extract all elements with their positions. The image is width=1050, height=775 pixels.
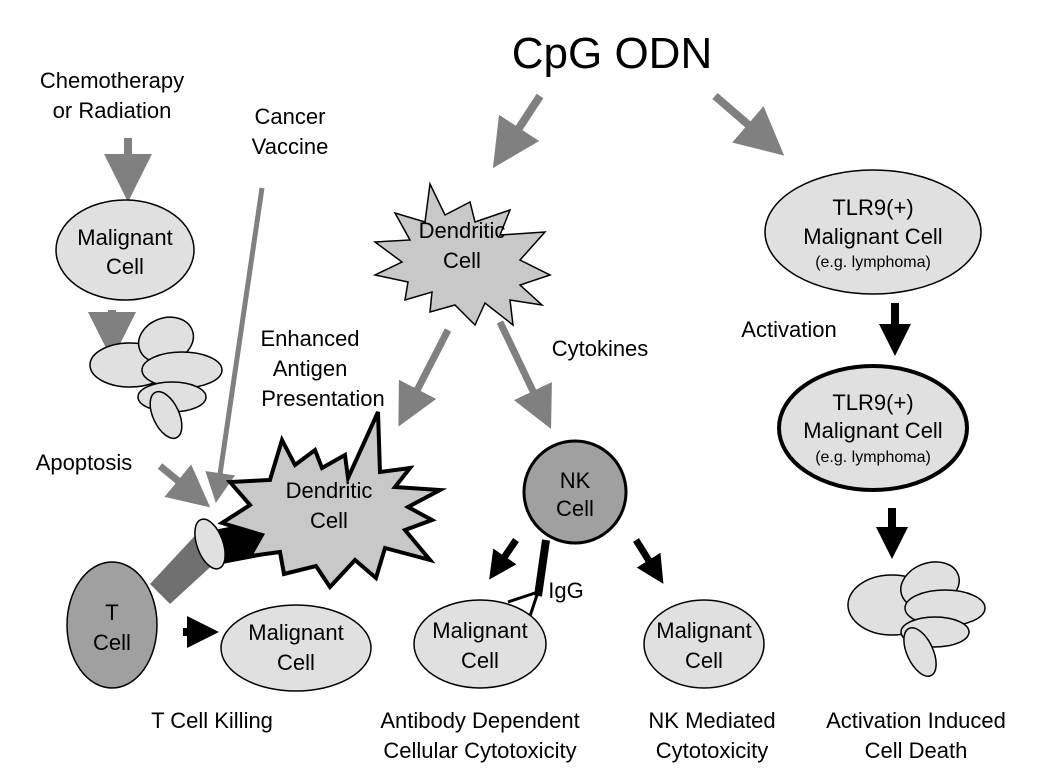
tlr9-label-3: (e.g. lymphoma) [815, 254, 931, 271]
tlr9-activated-label-2: Malignant Cell [803, 418, 942, 443]
nk-cell [522, 439, 628, 545]
adcc-target-label-2: Cell [461, 648, 499, 673]
enhanced-label-3: Presentation [261, 386, 385, 411]
arrow-apoptosis-to-antigen [157, 463, 211, 508]
adcc-target-label-1: Malignant [432, 618, 527, 643]
title-cpg-odn: CpG ODN [512, 29, 712, 78]
cell-death-caption-2: Cell Death [865, 738, 968, 763]
chemo-label-2: or Radiation [53, 98, 172, 123]
tlr9-label-2: Malignant Cell [803, 224, 942, 249]
tcell-target-label-2: Cell [277, 650, 315, 675]
tlr9-malignant-cell [764, 169, 982, 295]
tlr9-label-1: TLR9(+) [832, 195, 913, 220]
activated-tlr9-malignant-cell [777, 364, 969, 492]
cell-death-caption-1: Activation Induced [826, 708, 1006, 733]
t-cell-label-2: Cell [93, 630, 131, 655]
nk-label-2: Cell [556, 496, 594, 521]
arrow-nk-to-target [633, 538, 664, 584]
arrow-cpg-to-tlr9 [712, 92, 785, 156]
tcell-target-label-1: Malignant [248, 620, 343, 645]
tlr9-activated-label-1: TLR9(+) [832, 390, 913, 415]
nk-label-1: NK [560, 468, 591, 493]
enhanced-label-1: Enhanced [260, 326, 359, 351]
igg-antibody-arms [507, 590, 540, 617]
activated-dc-label-1: Dendritic [286, 478, 373, 503]
adcc-caption-2: Cellular Cytotoxicity [383, 738, 576, 763]
tcell-killing-caption: T Cell Killing [151, 708, 273, 733]
vaccine-label-2: Vaccine [252, 134, 329, 159]
tlr9-activated-label-3: (e.g. lymphoma) [815, 449, 931, 466]
nk-caption-1: NK Mediated [648, 708, 775, 733]
malignant-cell-nk [643, 599, 765, 689]
igg-label: IgG [548, 578, 583, 603]
malignant-cell-tcell-target [220, 604, 372, 692]
nk-target-label-2: Cell [685, 648, 723, 673]
apoptosis-label: Apoptosis [36, 450, 133, 475]
activation-label: Activation [741, 317, 836, 342]
malignant-cell-left [55, 199, 195, 301]
arrow-cpg-to-dendritic [492, 93, 544, 169]
dendritic-label-1: Dendritic [419, 218, 506, 243]
arrow-dc-to-nk [496, 320, 552, 429]
dendritic-label-2: Cell [443, 248, 481, 273]
arrow-dc-to-activated-dc [398, 328, 452, 427]
t-cell-label-1: T [105, 600, 118, 625]
nk-target-label-1: Malignant [656, 618, 751, 643]
nk-caption-2: Cytotoxicity [656, 738, 768, 763]
vaccine-label-1: Cancer [255, 104, 326, 129]
enhanced-label-2: Antigen [273, 356, 348, 381]
igg-antibody-stem [534, 539, 550, 597]
cytokines-label: Cytokines [552, 336, 649, 361]
adcc-caption-1: Antibody Dependent [380, 708, 579, 733]
activated-dc-label-2: Cell [310, 508, 348, 533]
malignant-cell-adcc [413, 599, 547, 689]
dendritic-cell [372, 181, 552, 327]
t-cell [66, 561, 158, 689]
apoptotic-cell-fragments [89, 316, 223, 440]
malignant-left-label-2: Cell [106, 254, 144, 279]
arrow-nk-to-adcc [489, 538, 519, 580]
chemo-label-1: Chemotherapy [40, 68, 184, 93]
activated-dendritic-cell [217, 411, 448, 591]
antigen-fragment [194, 518, 226, 570]
arrow-vaccine-to-antigen [205, 187, 265, 503]
dying-cell-fragments [847, 561, 986, 677]
malignant-left-label-1: Malignant [77, 225, 172, 250]
